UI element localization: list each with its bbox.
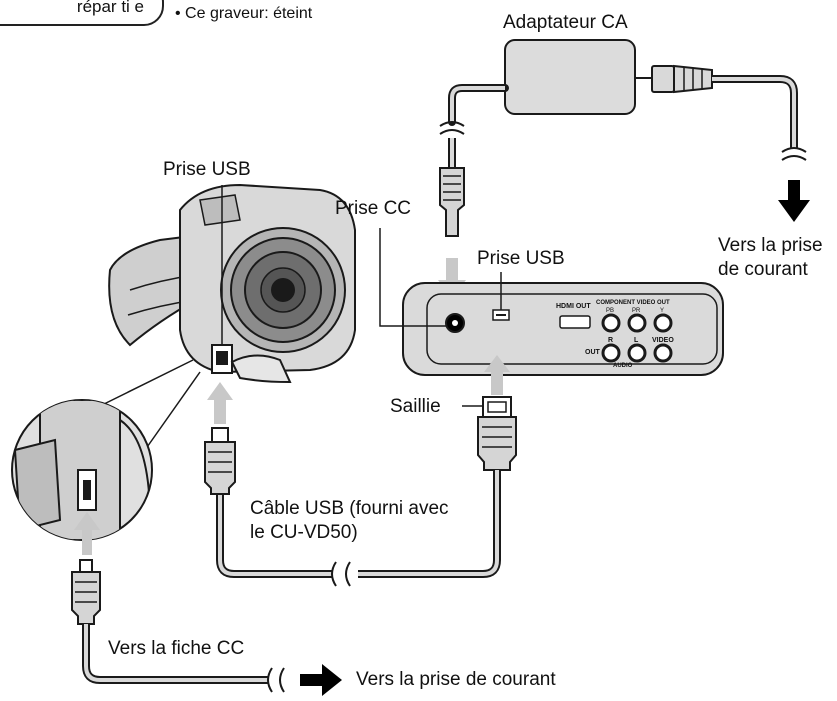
dc-plug-small-body — [71, 571, 101, 625]
label-ac-adapter: Adaptateur CA — [503, 12, 628, 33]
jack-pb — [601, 313, 621, 333]
camcorder — [108, 183, 356, 384]
usb-a-plug-body — [477, 416, 517, 471]
section-tag: répar ti e — [0, 0, 164, 26]
hdmi-port — [559, 315, 591, 329]
section-tag-label: répar ti e — [76, 0, 144, 16]
dc-plug-small-tip — [79, 559, 93, 573]
label-to-outlet-top-1: Vers la prise — [718, 235, 823, 256]
label-to-dc-plug: Vers la fiche CC — [108, 638, 245, 659]
jack-pr — [627, 313, 647, 333]
jack-l — [627, 343, 647, 363]
panel-audio-label: AUDIO — [613, 363, 633, 369]
label-to-outlet-top-2: de courant — [718, 259, 808, 280]
panel-y-label: Y — [660, 308, 665, 314]
panel-pb-label: PB — [606, 308, 615, 314]
dc-plug — [439, 167, 465, 237]
label-camera-usb-port: Prise USB — [163, 159, 251, 180]
panel-hdmi-label: HDMI OUT — [556, 303, 591, 310]
jack-y — [653, 313, 673, 333]
to-outlet-arrow-top — [778, 180, 810, 222]
panel-l-label: L — [634, 337, 639, 344]
label-protrusion: Saillie — [390, 396, 441, 417]
label-burner-usb-port: Prise USB — [477, 248, 565, 269]
to-outlet-arrow-bottom — [300, 664, 342, 696]
label-to-outlet-bottom: Vers la prise de courant — [356, 669, 556, 690]
panel-video-label: VIDEO — [652, 337, 674, 344]
usb-a-plug-metal — [482, 396, 512, 418]
mini-usb-plug-body — [204, 441, 236, 495]
dc-jack-leader — [379, 228, 446, 327]
burner-usb-insert-arrow — [484, 355, 510, 395]
ac-cord — [712, 75, 798, 148]
jack-video — [653, 343, 673, 363]
cord-break-mark — [439, 121, 465, 135]
panel-out-label: OUT — [585, 349, 600, 356]
panel-component-label: COMPONENT VIDEO OUT — [596, 300, 670, 306]
mini-usb-plug-tip — [211, 427, 229, 443]
ac-plug — [651, 65, 675, 93]
adapter-dc-cord — [448, 84, 509, 126]
power-off-note: • Ce graveur: éteint — [175, 5, 313, 22]
label-usb-cable-1: Câble USB (fourni avec — [250, 498, 449, 519]
panel-r-label: R — [608, 337, 614, 344]
label-dc-jack: Prise CC — [335, 198, 412, 219]
dc-input-detail-circle — [11, 399, 153, 541]
camera-usb-insert-arrow — [207, 382, 233, 424]
jack-r — [601, 343, 621, 363]
panel-pr-label: PR — [632, 308, 641, 314]
dc-input-insert-arrow — [74, 512, 100, 555]
label-usb-cable-2: le CU-VD50) — [250, 522, 358, 543]
ac-adapter-box — [504, 39, 636, 115]
